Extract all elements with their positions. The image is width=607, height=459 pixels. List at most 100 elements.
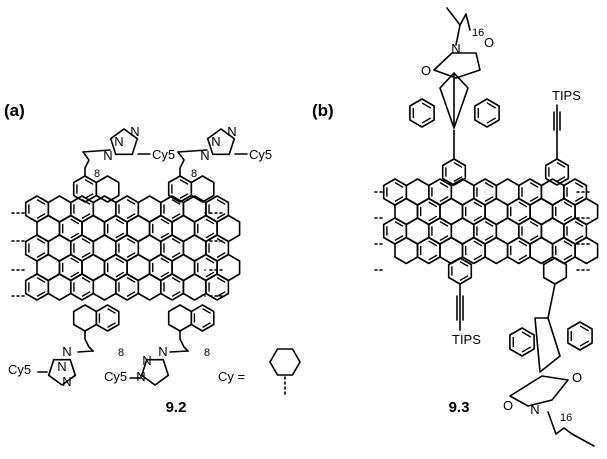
aromatic-double-bond [473, 240, 483, 247]
benzene-ring [441, 158, 467, 186]
aromatic-double-bond [394, 182, 404, 188]
alkyl-chain-bracket [84, 338, 94, 352]
aromatic-double-bond [529, 196, 539, 202]
triazole-n-label: N [130, 124, 139, 139]
aromatic-double-bond [563, 201, 573, 208]
bicyclic-bridge [534, 317, 561, 373]
aromatic-double-bond [81, 213, 91, 219]
aromatic-double-bond [556, 162, 566, 168]
aromatic-double-bond [160, 232, 170, 239]
aromatic-double-bond [521, 331, 532, 338]
aromatic-double-bond [459, 275, 469, 281]
aromatic-double-bond [216, 238, 226, 244]
triazole-n-label: N [158, 344, 167, 359]
aromatic-double-bond [421, 117, 432, 124]
aromatic-double-bond [484, 196, 494, 202]
aromatic-double-bond [439, 196, 449, 202]
aromatic-double-bond [473, 201, 483, 208]
benzene-ring [447, 257, 473, 285]
aromatic-double-bond [115, 218, 125, 225]
aromatic-double-bond [171, 291, 181, 297]
aromatic-double-bond [518, 201, 528, 208]
aromatic-double-bond [428, 201, 438, 208]
triazole-n-label: N [62, 344, 71, 359]
aromatic-double-bond [486, 117, 497, 124]
triazole-n-label: N [103, 148, 112, 163]
aromatic-double-bond [439, 235, 449, 241]
aromatic-double-bond [574, 221, 584, 227]
panel-b-label: (b) [312, 101, 334, 120]
cy5-substituent-label: Cy5 [8, 362, 31, 377]
aromatic-double-bond [574, 196, 584, 202]
bicyclic-bridge [439, 72, 469, 129]
alkyl-chain [547, 411, 557, 435]
benzene-ring [182, 273, 207, 301]
alkyl-chain [82, 149, 111, 153]
aromatic-double-bond [556, 176, 566, 182]
alkyl-chain-bracket [177, 151, 185, 169]
aromatic-double-bond [484, 235, 494, 241]
aromatic-double-bond [70, 218, 80, 225]
benzene-ring [574, 236, 599, 265]
alkyl-chain-bracket [555, 427, 573, 435]
triazole-n-label: N [211, 134, 220, 149]
benzene-ring [542, 257, 568, 285]
aromatic-double-bond [216, 291, 226, 297]
aromatic-double-bond [428, 215, 438, 222]
aromatic-double-bond [518, 240, 528, 247]
triazole-n-label: N [136, 369, 145, 384]
aromatic-double-bond [171, 199, 181, 205]
aromatic-double-bond [521, 346, 532, 353]
aromatic-double-bond [453, 176, 463, 182]
aromatic-double-bond [36, 252, 46, 258]
hexagon-layer [24, 98, 599, 386]
tips-group-label: TIPS [452, 332, 481, 347]
aromatic-double-bond [459, 261, 469, 267]
benzene-ring [92, 273, 117, 301]
aromatic-double-bond [563, 240, 573, 247]
benzene-ring [409, 98, 435, 128]
aromatic-double-bond [439, 182, 449, 188]
aromatic-double-bond [36, 238, 46, 244]
alkyl-chain [77, 350, 94, 353]
aromatic-double-bond [574, 182, 584, 188]
alkyl-chain [571, 433, 595, 447]
triazole-n-label: N [200, 148, 209, 163]
carbonyl-oxygen-label: O [503, 398, 513, 413]
aromatic-double-bond [84, 179, 94, 185]
aromatic-double-bond [202, 308, 211, 314]
aromatic-double-bond [205, 218, 215, 225]
carbonyl-oxygen-label: O [484, 35, 494, 50]
compound-9-2-label: 9.2 [166, 399, 187, 416]
aromatic-double-bond [115, 271, 125, 278]
cy-legend-label: Cy = [218, 369, 245, 384]
benzene-ring [394, 236, 419, 265]
aromatic-double-bond [179, 179, 189, 185]
benzene-ring [95, 175, 120, 203]
aromatic-double-bond [394, 196, 404, 202]
alkyl-chain [169, 350, 189, 353]
alkyl-chain-bracket [82, 151, 90, 169]
aromatic-double-bond [529, 221, 539, 227]
aromatic-double-bond [428, 240, 438, 247]
aromatic-double-bond [81, 291, 91, 297]
aromatic-double-bond [216, 213, 226, 219]
cy5-substituent-label: Cy5 [249, 147, 272, 162]
triazole-n-label: N [142, 353, 151, 368]
aromatic-double-bond [70, 271, 80, 278]
chain-count-label: 16 [472, 27, 484, 39]
benzene-ring [509, 327, 535, 357]
triazole-ring [206, 128, 236, 156]
chain-count-label: 8 [204, 347, 210, 359]
aromatic-double-bond [216, 277, 226, 283]
aromatic-double-bond [81, 252, 91, 258]
aromatic-double-bond [529, 182, 539, 188]
alkyl-chain [455, 24, 461, 46]
aromatic-double-bond [126, 199, 136, 205]
aromatic-double-bond [70, 232, 80, 239]
triazole-n-label: N [227, 124, 236, 139]
tips-group-label: TIPS [552, 88, 581, 103]
aromatic-double-bond [126, 277, 136, 283]
aromatic-double-bond [421, 102, 432, 109]
aromatic-double-bond [518, 254, 528, 261]
